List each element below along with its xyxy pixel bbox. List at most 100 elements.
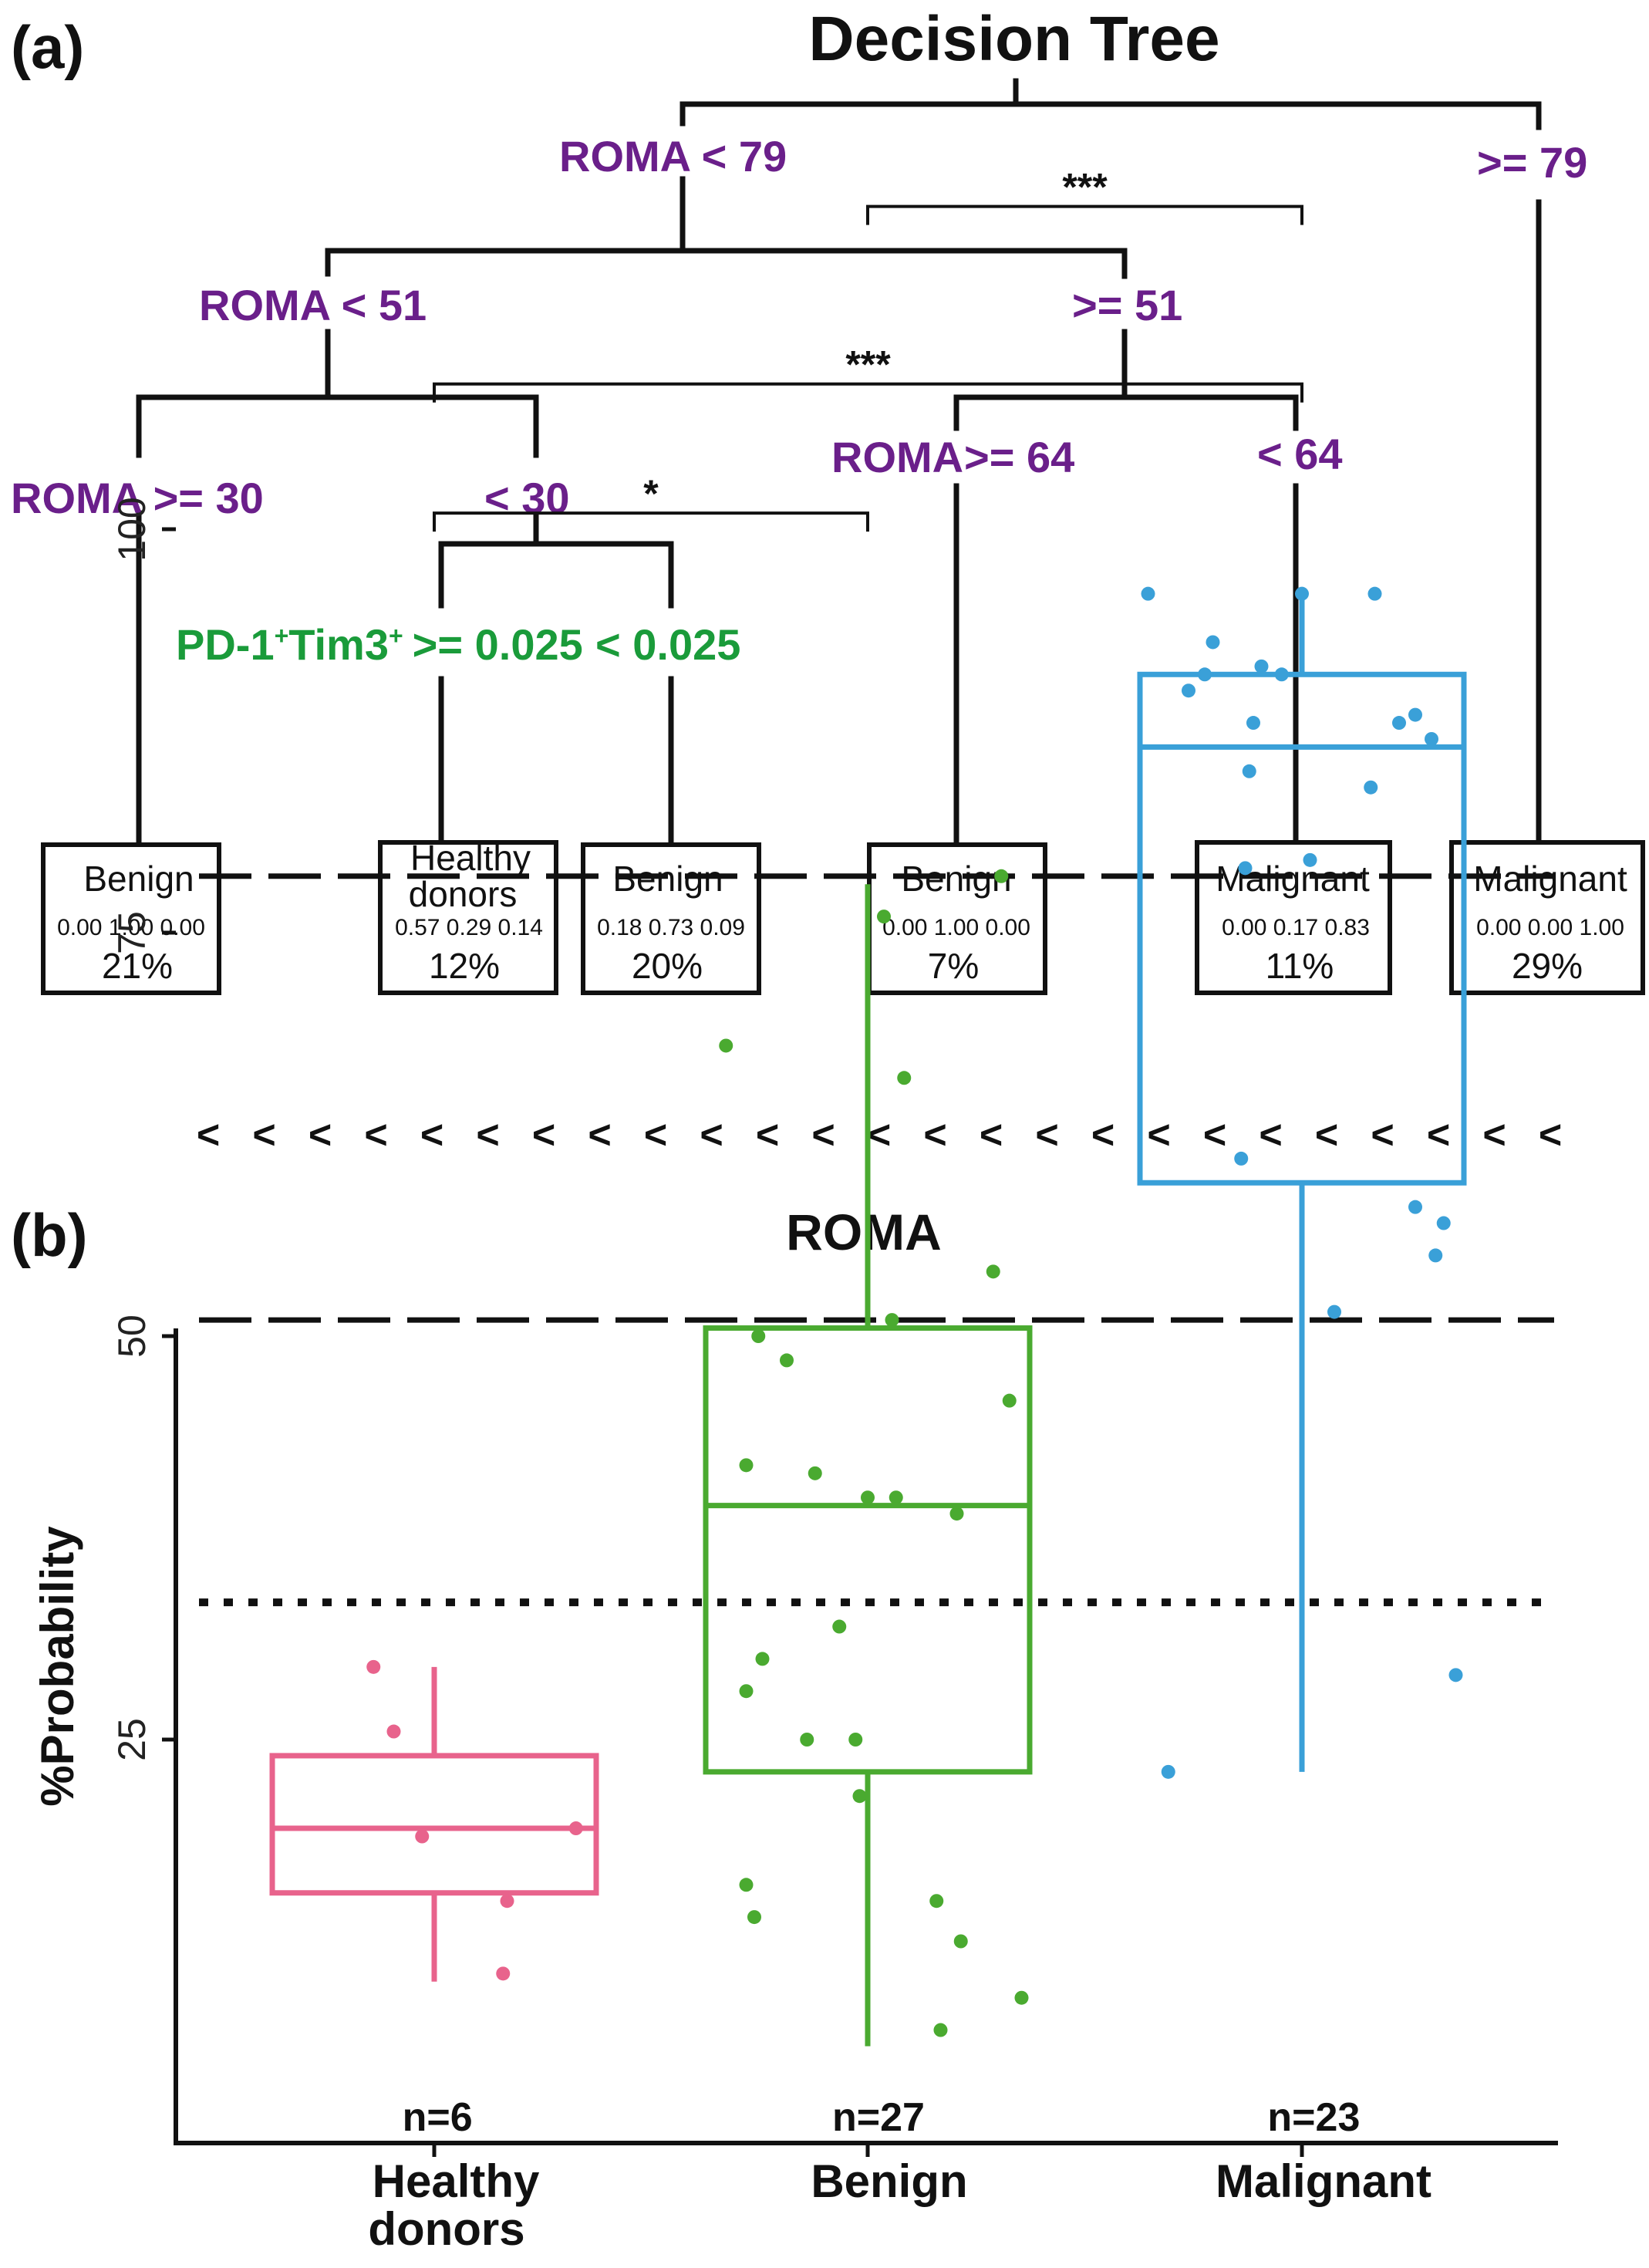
data-point [800, 1733, 814, 1747]
split-l3-right: < 0.025 [595, 620, 740, 669]
split-root-right: >= 79 [1477, 138, 1587, 187]
box-group [269, 1666, 599, 1982]
data-point [1327, 1304, 1341, 1319]
x-category-label: Malignant [1216, 2155, 1431, 2207]
arrow-glyph: < [1482, 1113, 1506, 1158]
data-point [500, 1894, 514, 1909]
n-label: n=27 [832, 2095, 925, 2140]
significance-bracket: *** [866, 166, 1303, 225]
data-point [415, 1829, 430, 1844]
leaf-probabilities: 0.00 1.00 0.00 [57, 915, 205, 940]
split-l3-left-sup1: + [275, 622, 289, 650]
arrow-glyph: < [868, 1113, 891, 1158]
chart-title: ROMA [786, 1203, 942, 1261]
data-point [780, 1353, 794, 1368]
data-point [1254, 659, 1269, 673]
leaf-node: Malignant 0.00 0.17 0.83 11% [1195, 840, 1392, 995]
arrow-glyph: < [1539, 1113, 1562, 1158]
data-point [386, 1724, 401, 1739]
panel-a-label: (a) [11, 13, 84, 81]
arrow-glyph: < [420, 1113, 443, 1158]
leaf-percentage: 7% [928, 946, 979, 986]
data-point [877, 910, 891, 924]
bracket-line [433, 382, 1303, 403]
leaf-box [1449, 840, 1645, 995]
x-category-label: Benign [811, 2155, 967, 2207]
tree-leaves: Benign 0.00 1.00 0.00 21% Healthy donors… [41, 838, 1645, 995]
data-point [1198, 667, 1212, 682]
data-point [1436, 1216, 1451, 1230]
data-point [1002, 1393, 1017, 1408]
arrow-glyph: < [532, 1113, 555, 1158]
significance-bracket: *** [433, 343, 1303, 403]
arrow-glyph: < [1091, 1113, 1115, 1158]
leaf-node: Benign 0.18 0.73 0.09 20% [581, 842, 761, 995]
data-point [568, 1821, 583, 1836]
arrow-glyph: < [197, 1113, 220, 1158]
data-point [949, 1507, 964, 1521]
arrow-glyph: < [364, 1113, 387, 1158]
data-point [1274, 667, 1289, 682]
y-axis-title: %Probability [32, 1526, 83, 1807]
leaf-box [867, 842, 1047, 995]
split-l2a-right: < 30 [484, 474, 570, 522]
n-labels: n=6 n=27 n=23 [403, 2095, 1361, 2140]
data-point [1295, 586, 1309, 601]
leaf-probabilities: 0.00 0.17 0.83 [1222, 915, 1370, 940]
leaf-node: Benign 0.00 1.00 0.00 7% [867, 842, 1047, 995]
n-label: n=6 [403, 2095, 473, 2140]
split-l3-left: PD-1+Tim3+>= 0.025 [176, 620, 583, 669]
leaf-percentage: 11% [1266, 946, 1334, 986]
leaf-percentage: 21% [102, 946, 173, 986]
data-point [889, 1490, 903, 1505]
data-point [1448, 1668, 1463, 1682]
split-labels: ROMA < 79 >= 79 ROMA < 51 >= 51 ROMA >= … [11, 132, 1587, 669]
arrow-glyph: < [1035, 1113, 1058, 1158]
arrow-glyph: < [309, 1113, 332, 1158]
data-point [1428, 1248, 1443, 1263]
split-l2b-left-thr: >= 64 [964, 433, 1074, 481]
data-point [755, 1652, 770, 1666]
data-point [1242, 764, 1256, 778]
data-point [1367, 586, 1382, 601]
box-group [1137, 593, 1467, 1772]
leaf-node: Malignant 0.00 0.00 1.00 29% [1449, 840, 1645, 995]
split-l1-left: ROMA < 51 [199, 281, 427, 329]
significance-brackets: ******* [433, 166, 1303, 532]
arrow-glyph: < [1371, 1113, 1394, 1158]
leaf-probabilities: 0.00 1.00 0.00 [882, 915, 1030, 940]
data-point [739, 1684, 754, 1699]
arrow-glyph: < [756, 1113, 779, 1158]
split-l2b-left-var: ROMA [831, 433, 963, 481]
arrow-glyph: < [1203, 1113, 1226, 1158]
x-category-label: Healthy [373, 2155, 540, 2207]
leaf-percentage: 29% [1512, 946, 1583, 986]
data-point [953, 1934, 968, 1949]
significance-label: * [643, 472, 659, 515]
leaf-probabilities: 0.00 0.00 1.00 [1476, 915, 1624, 940]
data-point [1408, 707, 1422, 722]
leaf-node: Healthy donors 0.57 0.29 0.14 12% [378, 838, 558, 995]
data-point [1014, 1990, 1029, 2005]
data-point [929, 1894, 944, 1909]
leaf-class-label: Healthy [410, 838, 531, 878]
split-l3-left-thr: >= 0.025 [413, 620, 583, 669]
data-point [986, 1264, 1000, 1279]
data-point [897, 1071, 912, 1085]
split-l3-left-sup2: + [389, 622, 403, 650]
data-point [808, 1466, 822, 1480]
n-label: n=23 [1267, 2095, 1360, 2140]
leaf-box [581, 842, 761, 995]
leaf-probabilities: 0.57 0.29 0.14 [395, 915, 543, 940]
leaf-percentage: 20% [632, 946, 703, 986]
leaf-probabilities: 0.18 0.73 0.09 [597, 915, 745, 940]
y-tick-label: 50 [110, 1315, 153, 1358]
data-point [832, 1619, 847, 1634]
leaf-class-label-line2: donors [409, 874, 518, 914]
arrow-glyph: < [644, 1113, 667, 1158]
data-point [1392, 716, 1406, 731]
tree-edges [136, 78, 1542, 845]
leaf-class-label: Benign [83, 859, 194, 899]
